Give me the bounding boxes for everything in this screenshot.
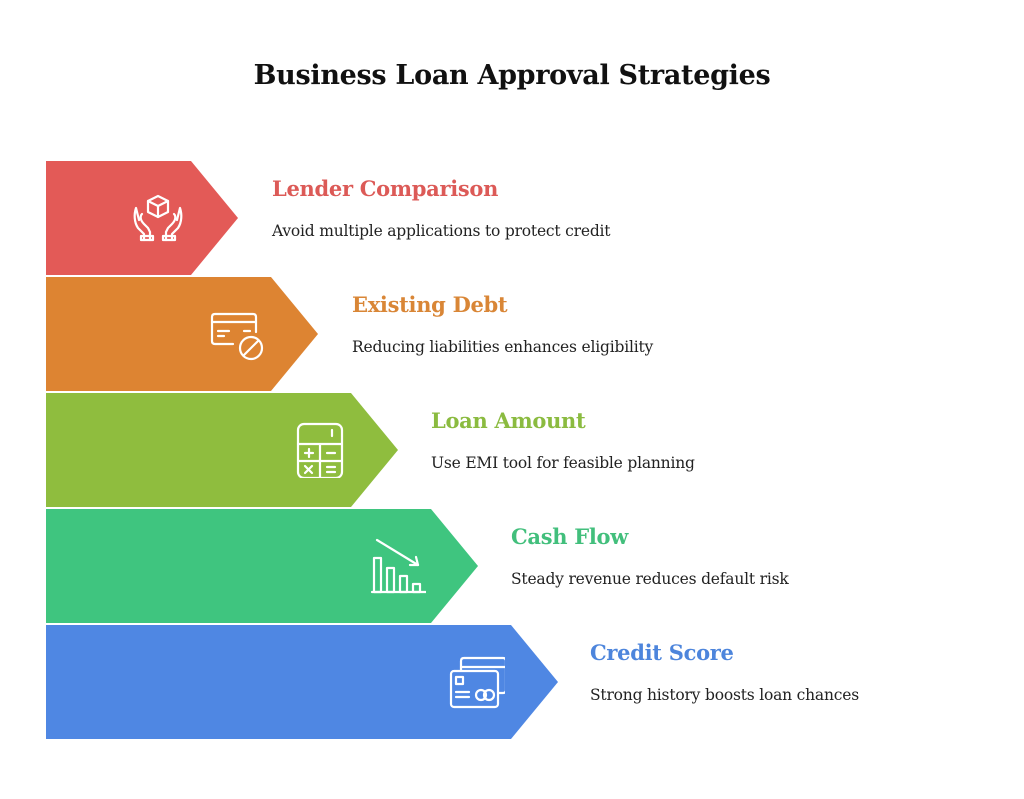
step-heading: Lender Comparison — [272, 176, 499, 201]
credit-card-blocked-icon — [209, 306, 265, 362]
step-description: Use EMI tool for feasible planning — [431, 454, 695, 472]
credit-cards-icon — [449, 654, 508, 710]
diagram-title: Business Loan Approval Strategies — [253, 60, 771, 91]
calculator-icon — [292, 422, 348, 480]
step-existing-debt — [46, 277, 319, 391]
hands-holding-box-icon — [130, 190, 186, 246]
arrow-shape — [46, 277, 318, 391]
step-heading: Existing Debt — [352, 292, 508, 317]
step-heading: Cash Flow — [511, 524, 628, 549]
step-description: Avoid multiple applications to protect c… — [272, 222, 611, 240]
step-description: Strong history boosts loan chances — [590, 686, 859, 704]
step-description: Reducing liabilities enhances eligibilit… — [352, 338, 654, 356]
arrow-shape — [46, 393, 398, 507]
step-lender-comparison — [46, 161, 239, 275]
declining-bar-chart-icon — [370, 538, 430, 594]
step-heading: Loan Amount — [431, 408, 586, 433]
step-credit-score — [46, 625, 559, 739]
step-loan-amount — [46, 393, 399, 507]
step-description: Steady revenue reduces default risk — [511, 570, 789, 588]
step-cash-flow — [46, 509, 479, 623]
arrow-shape — [46, 161, 238, 275]
arrow-shape — [46, 625, 558, 739]
step-heading: Credit Score — [590, 640, 734, 665]
arrow-shape — [46, 509, 478, 623]
